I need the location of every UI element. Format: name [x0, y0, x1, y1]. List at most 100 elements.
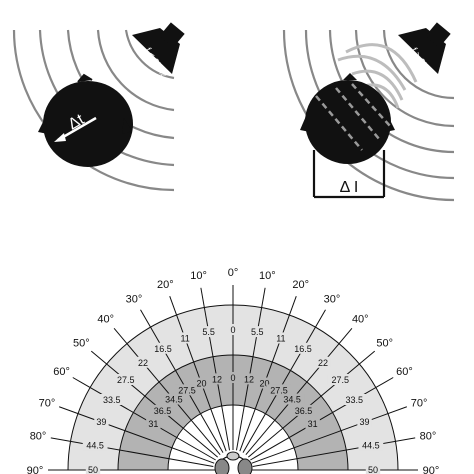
head-right: Δ I [300, 73, 395, 199]
value-bg [273, 332, 289, 344]
angle-label: 50° [73, 338, 90, 350]
band-value: 22 [138, 358, 148, 368]
band-value: 36.5 [295, 406, 313, 416]
band-value: 34.5 [283, 395, 301, 405]
value-bg [228, 372, 238, 383]
angle-label: 80° [420, 431, 437, 443]
head-left: Δt [38, 73, 133, 167]
speaker-icon-high: f > 2kHz [398, 22, 451, 80]
polar-diagram: 90°80°70°60°50°40°30°20°10°0°10°20°30°40… [27, 267, 440, 474]
spoke-line [50, 437, 214, 468]
band-value: 27.5 [178, 385, 196, 395]
top-left-panel: f < 2kHz Δt [12, 22, 185, 192]
angle-label: 80° [30, 431, 47, 443]
band-value: 16.5 [154, 344, 172, 354]
band-value: 36.5 [154, 406, 172, 416]
angle-label: 60° [396, 366, 413, 378]
value-bg [146, 418, 161, 429]
spoke-line [242, 309, 326, 453]
band-value: 44.5 [362, 441, 380, 451]
acoustic-shadow-lines [315, 83, 391, 151]
value-bg [315, 356, 331, 368]
band-value: 31 [148, 419, 158, 429]
spoke-line [200, 287, 231, 451]
listener-head-icon [214, 451, 253, 474]
spoke-line [140, 309, 224, 453]
value-bg [327, 374, 353, 386]
angle-label: 40° [97, 313, 114, 325]
value-bg [357, 416, 372, 428]
value-bg [279, 393, 305, 405]
value-bg [135, 356, 151, 368]
angle-label: 70° [39, 397, 56, 409]
value-bg [150, 342, 176, 354]
band-value: 50 [368, 465, 378, 474]
angle-label: 20° [292, 279, 309, 291]
band-value: 34.5 [165, 395, 183, 405]
band-value: 33.5 [345, 395, 363, 405]
band-value: 11 [180, 333, 189, 343]
value-bg [150, 404, 175, 416]
spoke-line [235, 287, 266, 451]
spoke-line [252, 437, 416, 468]
angle-labels: 90°80°70°60°50°40°30°20°10°0°10°20°30°40… [27, 267, 440, 474]
band-value: 11 [276, 333, 285, 343]
value-bg [241, 373, 257, 385]
spoke-line [250, 377, 394, 461]
band-value: 27.5 [331, 375, 349, 385]
value-bg [291, 404, 316, 416]
value-bg [161, 393, 187, 405]
angle-label: 10° [190, 270, 207, 282]
value-bg [257, 377, 272, 389]
spoke-line [72, 377, 216, 461]
band-value: 39 [96, 417, 106, 427]
value-bg [113, 374, 139, 386]
value-bg [194, 377, 209, 389]
value-bg [305, 418, 320, 429]
delta-i-label: Δ I [340, 179, 359, 196]
value-bg [247, 326, 268, 338]
angle-label: 0° [228, 267, 239, 279]
value-bg [85, 464, 101, 474]
band-value: 0 [230, 373, 235, 383]
spoke-line [239, 295, 297, 452]
angle-label: 60° [53, 366, 70, 378]
band-value: 5.5 [202, 327, 215, 337]
speaker-icon-low: f < 2kHz [132, 22, 185, 80]
spoke-line [58, 406, 215, 464]
value-bg [82, 439, 108, 451]
spoke-line [90, 350, 219, 458]
spoke-line [169, 295, 227, 452]
value-bg [174, 384, 200, 396]
value-bg [266, 384, 292, 396]
angle-label: 20° [157, 279, 174, 291]
band-value: 27.5 [117, 375, 135, 385]
band-value: 39 [360, 417, 370, 427]
value-bg [209, 373, 225, 385]
intensity-difference-bracket [312, 150, 386, 199]
angle-label: 50° [376, 338, 393, 350]
spoke-line [247, 350, 376, 458]
angle-label: 40° [352, 313, 369, 325]
value-bg [198, 326, 219, 338]
band-value: 5.5 [251, 327, 264, 337]
value-bg [341, 394, 367, 405]
angle-label: 30° [126, 294, 143, 306]
band-value: 33.5 [103, 395, 121, 405]
angle-label: 30° [324, 294, 341, 306]
band-value: 12 [212, 374, 222, 384]
value-bg [228, 324, 238, 335]
band-value: 16.5 [294, 344, 312, 354]
spoke-line [245, 327, 353, 456]
angle-spokes [48, 285, 418, 471]
top-right-panel: f > 2kHz Δ I [282, 22, 455, 202]
angle-label: 90° [27, 465, 44, 474]
angle-label: 90° [423, 465, 440, 474]
value-bg [365, 464, 381, 474]
angle-label: 70° [411, 397, 428, 409]
spoke-line [113, 327, 221, 456]
value-bg [358, 439, 384, 451]
